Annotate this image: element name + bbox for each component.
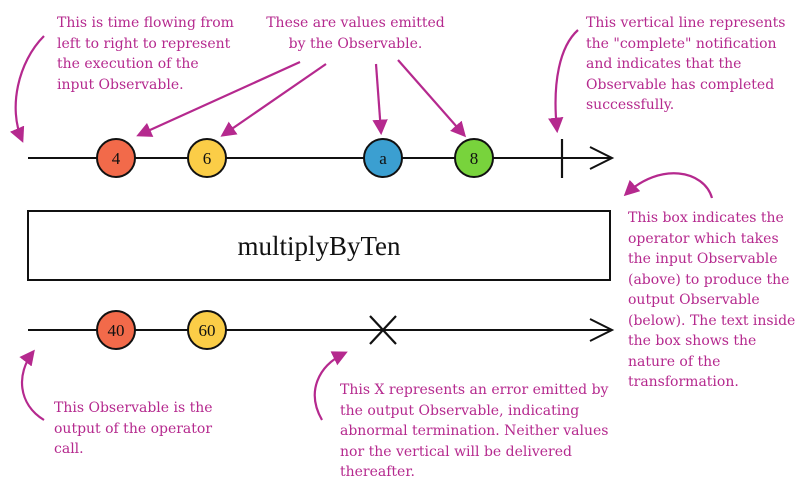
output-marble-1 <box>96 310 136 350</box>
operator-box-note: This box indicates the operator which ta… <box>628 210 796 390</box>
value-arrow-6 <box>220 63 327 137</box>
input-marble-3 <box>363 138 403 178</box>
input-marble-label-1: 4 <box>112 149 121 168</box>
operator-box-frame <box>27 210 611 281</box>
input-marble-label-2: 6 <box>203 149 212 168</box>
output-axis-arrowhead <box>589 318 615 342</box>
value-arrow-4 <box>136 60 301 137</box>
input-marble-label-4: 8 <box>470 149 479 168</box>
output-marble-2 <box>187 310 227 350</box>
error-note: This X represents an error emitted by th… <box>340 382 609 480</box>
value-arrow-a <box>372 63 388 136</box>
value-arrow-8 <box>397 59 467 138</box>
time-note-arrow <box>10 35 45 143</box>
emitted-values-note: These are values emitted by the Observab… <box>266 15 445 52</box>
output-timeline: 40 60 <box>28 310 615 350</box>
operator-note-arrow <box>623 172 714 199</box>
complete-note-arrow <box>548 29 579 134</box>
output-marbles: 40 60 <box>96 310 227 350</box>
input-marbles: 4 6 a 8 <box>96 138 494 178</box>
output-marble-label-2: 60 <box>199 321 216 340</box>
output-observable-note: This Observable is the output of the ope… <box>54 400 213 457</box>
input-marble-1 <box>96 138 136 178</box>
input-axis-arrowhead <box>589 146 615 170</box>
error-x-mark <box>369 315 397 345</box>
error-note-arrow <box>313 351 348 421</box>
operator-name: multiplyByTen <box>237 231 401 261</box>
input-marble-4 <box>454 138 494 178</box>
input-marble-2 <box>187 138 227 178</box>
input-timeline: 4 6 a 8 <box>28 138 615 178</box>
complete-note: This vertical line represents the "compl… <box>586 15 786 113</box>
output-note-arrow <box>19 349 45 421</box>
output-marble-label-1: 40 <box>108 321 125 340</box>
input-marble-label-3: a <box>379 149 387 168</box>
time-flow-note: This is time flowing from left to right … <box>57 15 234 93</box>
operator-box: multiplyByTen <box>27 210 611 281</box>
annotation-arrows <box>10 29 714 421</box>
